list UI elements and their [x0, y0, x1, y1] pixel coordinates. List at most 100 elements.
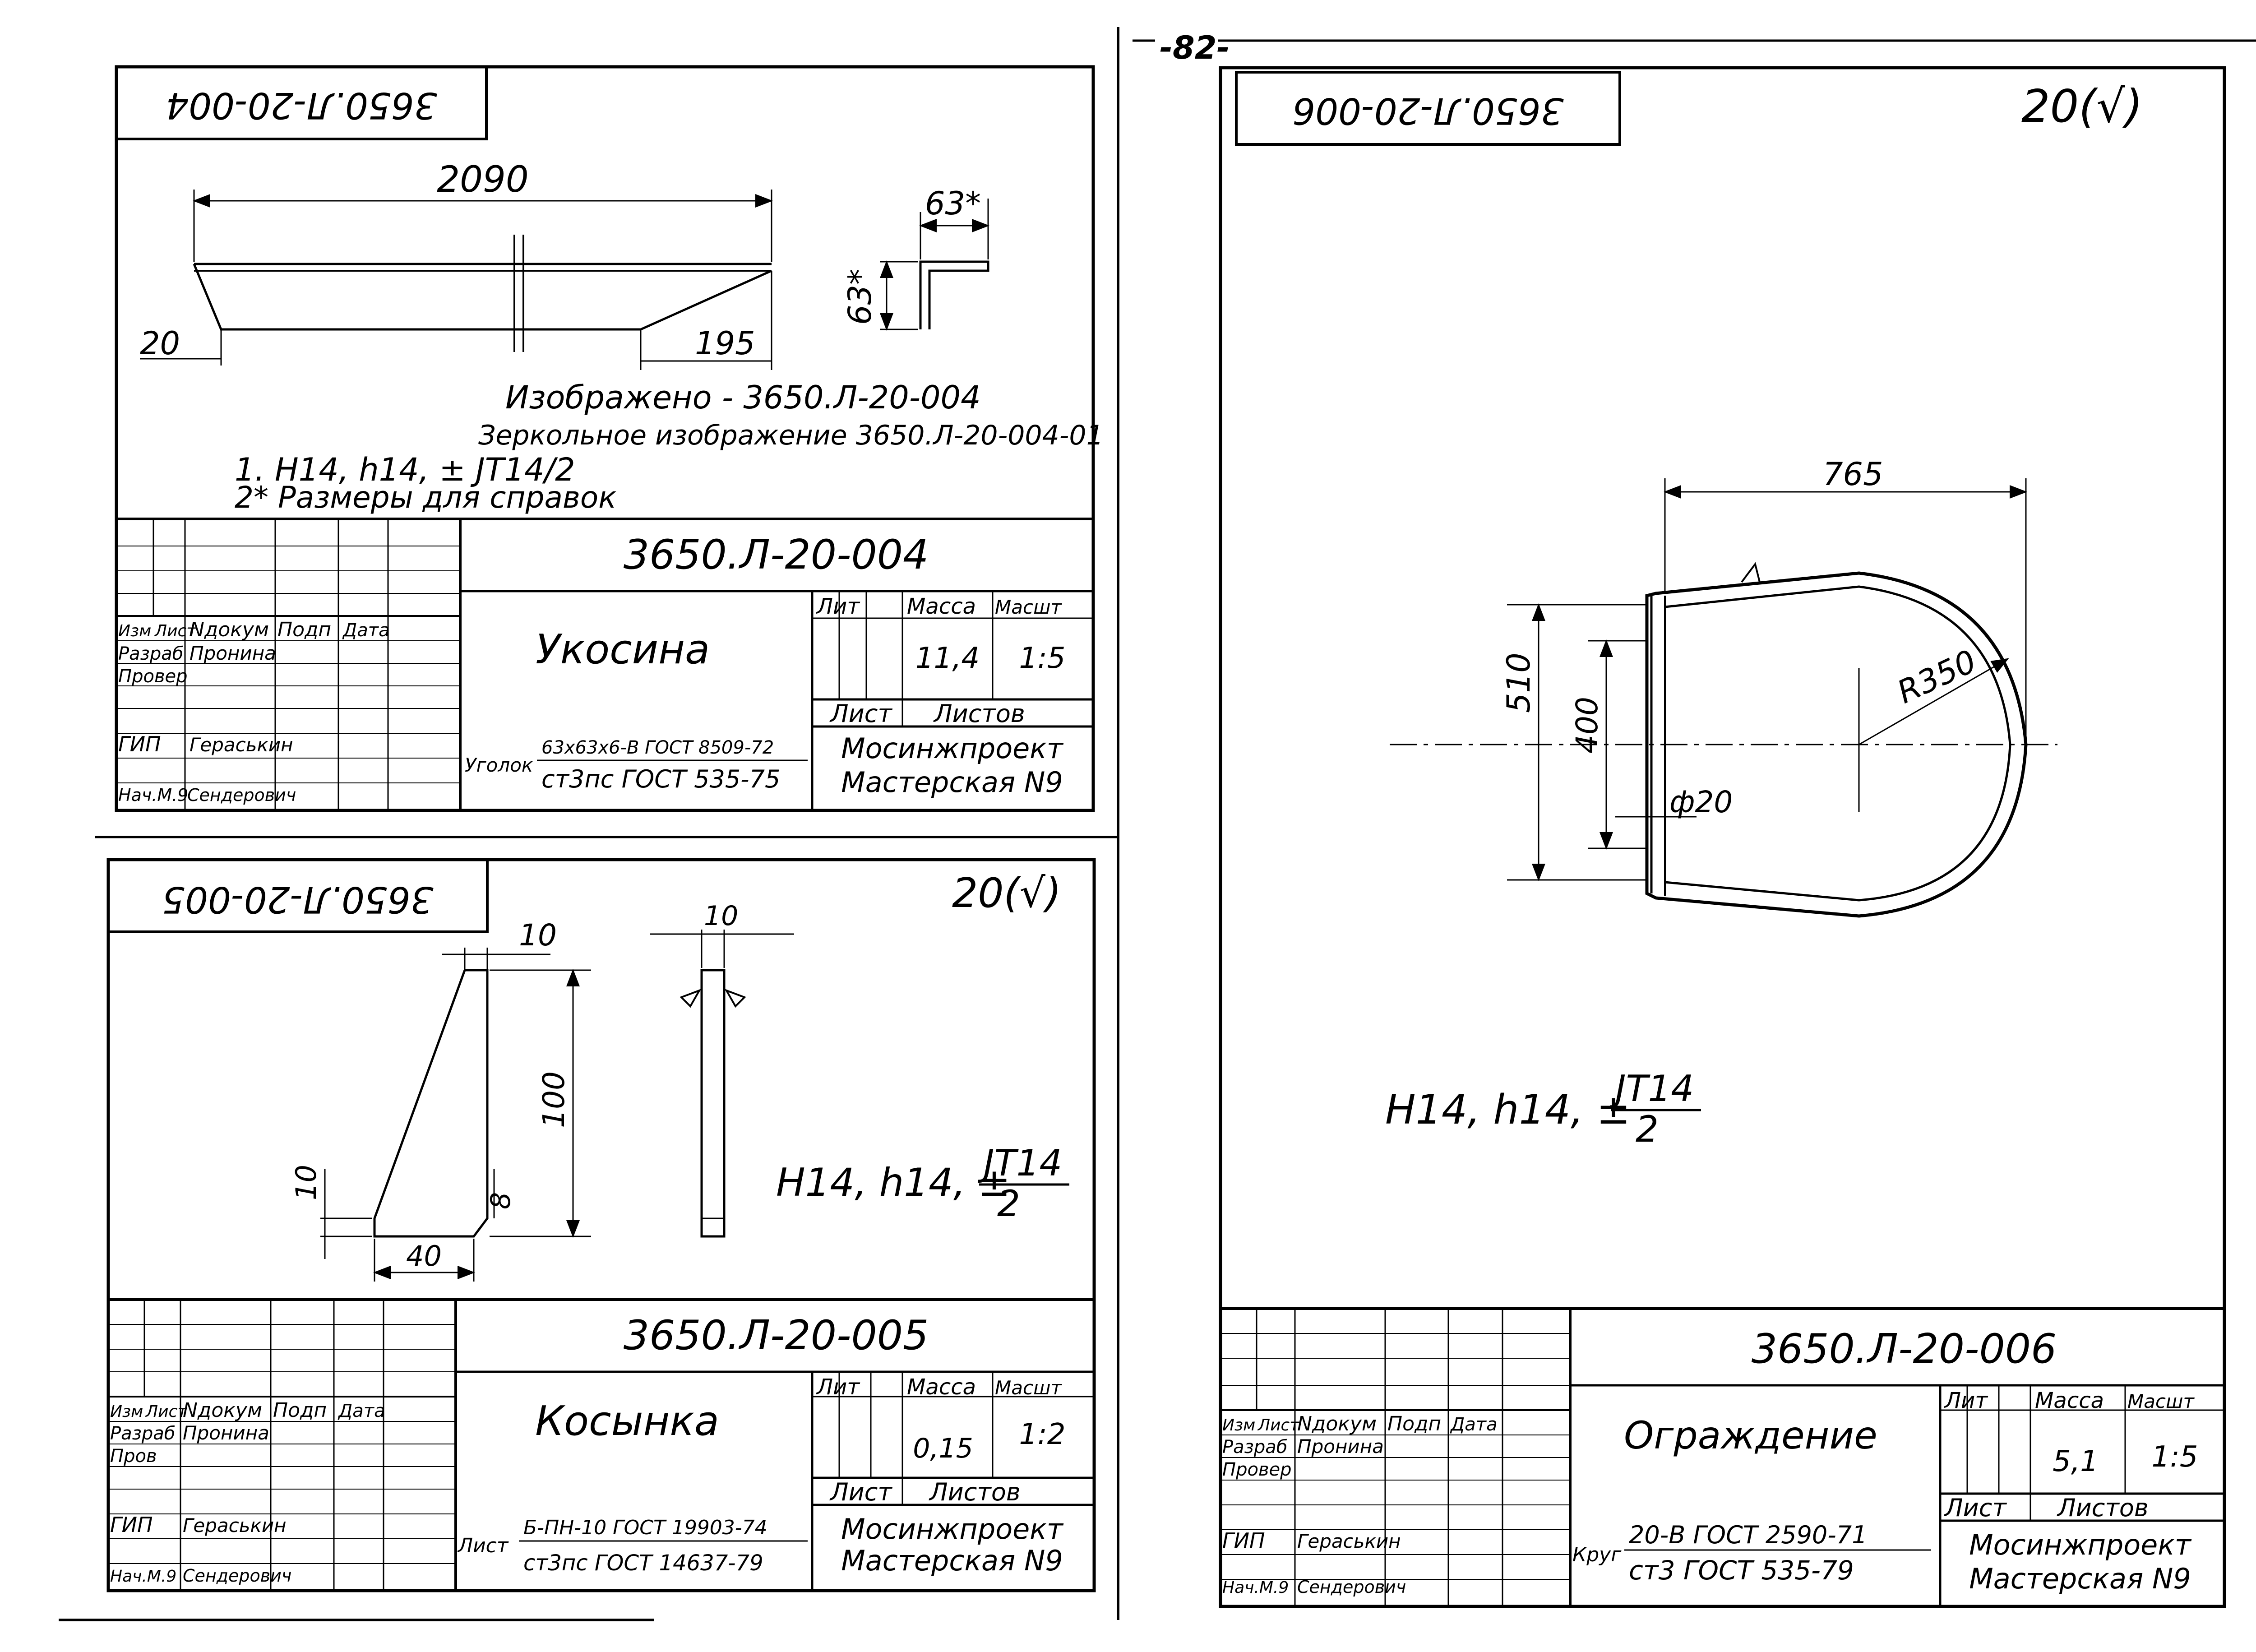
- svg-text:Лист: Лист: [1944, 1494, 2007, 1522]
- sheet-3-roughness: 20(√): [2021, 80, 2143, 133]
- svg-text:40: 40: [406, 1240, 442, 1273]
- sheet-1-mirrored-designation: 3650.Л-20-004: [166, 84, 437, 126]
- svg-text:Провер: Провер: [1222, 1459, 1292, 1480]
- sheet-3-part-name: Ограждение: [1624, 1413, 1877, 1458]
- svg-text:10: 10: [290, 1165, 323, 1200]
- svg-text:ст3пс ГОСТ 535-75: ст3пс ГОСТ 535-75: [541, 765, 780, 793]
- svg-text:Лист: Лист: [1257, 1416, 1299, 1435]
- svg-text:Пров: Пров: [110, 1446, 157, 1467]
- svg-text:Изм: Изм: [110, 1402, 143, 1421]
- sheet-3-scale: 1:5: [2152, 1440, 2198, 1474]
- svg-text:Подп: Подп: [277, 618, 331, 641]
- svg-text:Nдокум: Nдокум: [1297, 1412, 1377, 1435]
- svg-text:Пронина: Пронина: [183, 1422, 269, 1444]
- sheet-1-title-designation: 3650.Л-20-004: [624, 531, 929, 578]
- svg-text:ст3 ГОСТ 535-79: ст3 ГОСТ 535-79: [1629, 1555, 1854, 1586]
- dim-angle-height: 63*: [841, 269, 878, 325]
- weld-symbol-left: [680, 989, 702, 1008]
- sheet-3-mass: 5,1: [2053, 1445, 2099, 1478]
- sheet-3-mirrored-designation: 3650.Л-20-006: [1292, 90, 1563, 132]
- sheet-2: 3650.Л-20-005 20(√) 10 100 10 40 8 10: [95, 836, 1118, 1592]
- sheet-1-scale: 1:5: [1019, 642, 1066, 675]
- svg-text:Листов: Листов: [2057, 1494, 2149, 1522]
- note-tolerance: 1. H14, h14, ± JT14/2: [235, 451, 575, 488]
- svg-text:Нач.М.9: Нач.М.9: [118, 785, 188, 805]
- svg-text:Лист: Лист: [154, 622, 196, 640]
- weld-symbol-right: [724, 989, 746, 1008]
- gusset-outline: [373, 969, 489, 1238]
- svg-text:Масшт: Масшт: [995, 1377, 1062, 1399]
- svg-text:Разраб: Разраб: [1222, 1437, 1287, 1458]
- page-number: -82-: [1160, 29, 1230, 66]
- svg-text:Сендерович: Сендерович: [1297, 1577, 1406, 1597]
- sheet-3-title-designation: 3650.Л-20-006: [1752, 1325, 2057, 1373]
- svg-text:Листов: Листов: [933, 699, 1025, 728]
- svg-text:Пронина: Пронина: [1297, 1435, 1384, 1458]
- sheet-2-org: Мосинжпроект: [841, 1513, 1064, 1546]
- svg-text:ст3пс ГОСТ 14637-79: ст3пс ГОСТ 14637-79: [523, 1550, 763, 1576]
- svg-text:Гераськин: Гераськин: [183, 1514, 287, 1536]
- sheet-2-mirrored-designation: 3650.Л-20-005: [162, 879, 433, 921]
- svg-text:Провер: Провер: [118, 666, 188, 687]
- sheet-2-part-name: Косынка: [535, 1397, 719, 1445]
- svg-text:Лит: Лит: [816, 1374, 860, 1400]
- svg-text:Лист: Лист: [457, 1534, 509, 1557]
- sheet-2-title-designation: 3650.Л-20-005: [624, 1312, 929, 1359]
- svg-text:Лист: Лист: [829, 1478, 892, 1506]
- svg-text:Листов: Листов: [929, 1478, 1021, 1506]
- gusset-side-view: [700, 969, 726, 1238]
- svg-text:Дата: Дата: [342, 620, 390, 641]
- svg-text:Круг: Круг: [1572, 1543, 1622, 1566]
- sheet-1-mass: 11,4: [915, 642, 980, 675]
- svg-text:10: 10: [704, 900, 738, 932]
- svg-text:Б-ПН-10 ГОСТ 19903-74: Б-ПН-10 ГОСТ 19903-74: [523, 1516, 767, 1539]
- dim-angle-width: 63*: [925, 185, 981, 222]
- svg-text:2: 2: [1636, 1108, 1659, 1150]
- svg-text:Nдокум: Nдокум: [183, 1399, 262, 1422]
- svg-text:Уголок: Уголок: [465, 754, 533, 776]
- svg-text:100: 100: [536, 1071, 571, 1128]
- sheet-2-tolerance: H14, h14, ±: [776, 1160, 1010, 1205]
- dim-right-bevel: 195: [695, 325, 755, 362]
- sheet-3-designation-box: [1235, 71, 1621, 146]
- svg-text:ГИП: ГИП: [118, 732, 161, 756]
- svg-text:Гераськин: Гераськин: [190, 734, 293, 756]
- sheet-3-tolerance: H14, h14, ±: [1385, 1086, 1631, 1134]
- sheet-3: 3650.Л-20-006 20(√) R350 765 510 400 ф20: [1219, 66, 2226, 1608]
- sheet-1-designation-box: [115, 65, 488, 140]
- svg-text:Масса: Масса: [907, 1374, 976, 1400]
- svg-text:Лит: Лит: [816, 594, 860, 619]
- svg-text:8: 8: [485, 1192, 517, 1209]
- sheet-1-workshop: Мастерская N9: [841, 766, 1063, 799]
- dim-diameter: ф20: [1669, 785, 1733, 819]
- sheet-2-designation-box: [107, 858, 489, 933]
- svg-text:Изм: Изм: [1222, 1416, 1255, 1435]
- svg-text:Разраб: Разраб: [110, 1423, 175, 1444]
- svg-text:Дата: Дата: [1450, 1414, 1498, 1435]
- sheet-3-frame: [1219, 66, 2226, 1608]
- sheet-1-title-block: [116, 518, 1093, 810]
- svg-text:10: 10: [519, 918, 557, 953]
- svg-text:Нач.М.9: Нач.М.9: [110, 1567, 176, 1586]
- sheet-3-title-block: [1220, 1307, 2224, 1606]
- sheet-1-part-name: Укосина: [536, 626, 710, 673]
- svg-text:JT14: JT14: [1609, 1068, 1694, 1110]
- rail-outline-inner: [1664, 585, 2011, 902]
- sheet-1-frame: [115, 65, 1095, 812]
- sheet-1-org: Мосинжпроект: [841, 732, 1064, 765]
- svg-text:20-В ГОСТ 2590-71: 20-В ГОСТ 2590-71: [1629, 1521, 1867, 1549]
- svg-text:Разраб: Разраб: [118, 643, 183, 664]
- svg-text:Подп: Подп: [273, 1399, 327, 1422]
- svg-text:Пронина: Пронина: [190, 642, 276, 664]
- sheet-2-workshop: Мастерская N9: [841, 1544, 1063, 1577]
- svg-text:Nдокум: Nдокум: [190, 618, 269, 641]
- note-reference: 2* Размеры для справок: [235, 480, 616, 515]
- svg-text:Дата: Дата: [337, 1401, 385, 1421]
- dim-left-bevel: 20: [140, 325, 180, 362]
- sheet-2-mass: 0,15: [913, 1433, 973, 1464]
- sheet-2-roughness: 20(√): [952, 870, 1061, 917]
- sheet-2-scale: 1:2: [1019, 1418, 1066, 1451]
- svg-text:Подп: Подп: [1387, 1412, 1441, 1435]
- sheet-2-frame: [106, 858, 1096, 1592]
